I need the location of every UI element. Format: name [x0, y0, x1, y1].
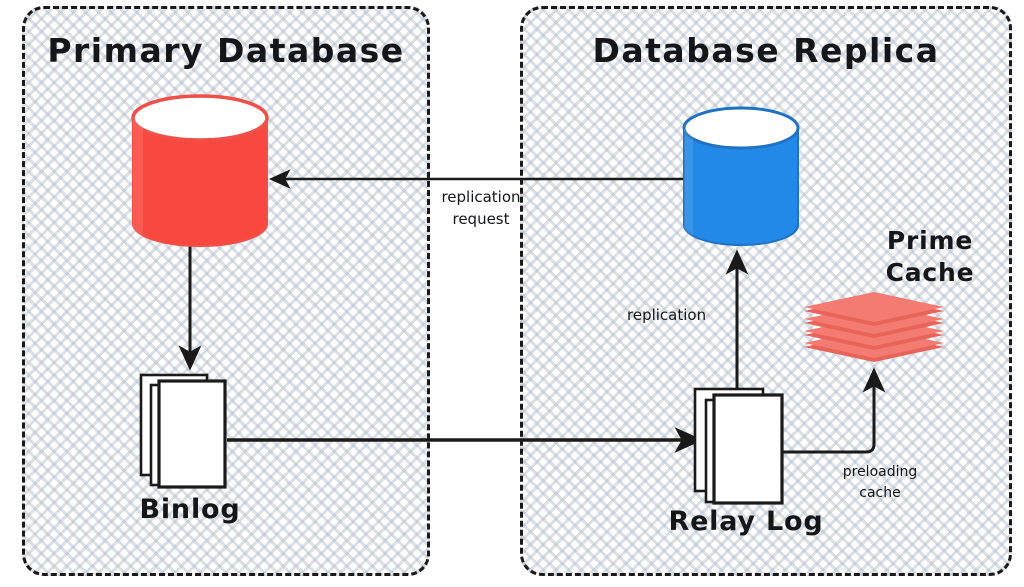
binlog-document-stack: [138, 372, 242, 494]
prime-cache-layer-stack: [800, 284, 948, 370]
cache-layer-1: [804, 292, 944, 326]
edge-label-preloading-cache-line2: cache: [859, 485, 901, 501]
panel-database-replica-title: Database Replica: [592, 31, 940, 70]
edge-label-preloading-cache-line1: preloading: [842, 464, 918, 480]
panel-database-replica: Database Replica: [520, 6, 1012, 576]
relay-log-document-stack: [692, 386, 798, 512]
prime-cache-label-line1: Prime: [886, 226, 974, 255]
edge-label-replication-request-line1: replication: [441, 188, 521, 206]
binlog-label: Binlog: [139, 494, 241, 525]
prime-cache-label-line2: Cache: [885, 258, 975, 287]
edge-label-replication: replication: [627, 306, 707, 324]
primary-database-cylinder: [127, 94, 273, 248]
replica-database-cylinder: [679, 106, 803, 248]
edge-label-replication-request-line2: request: [452, 210, 510, 228]
panel-primary-database-title: Primary Database: [47, 31, 405, 70]
relay-log-label: Relay Log: [668, 506, 824, 537]
